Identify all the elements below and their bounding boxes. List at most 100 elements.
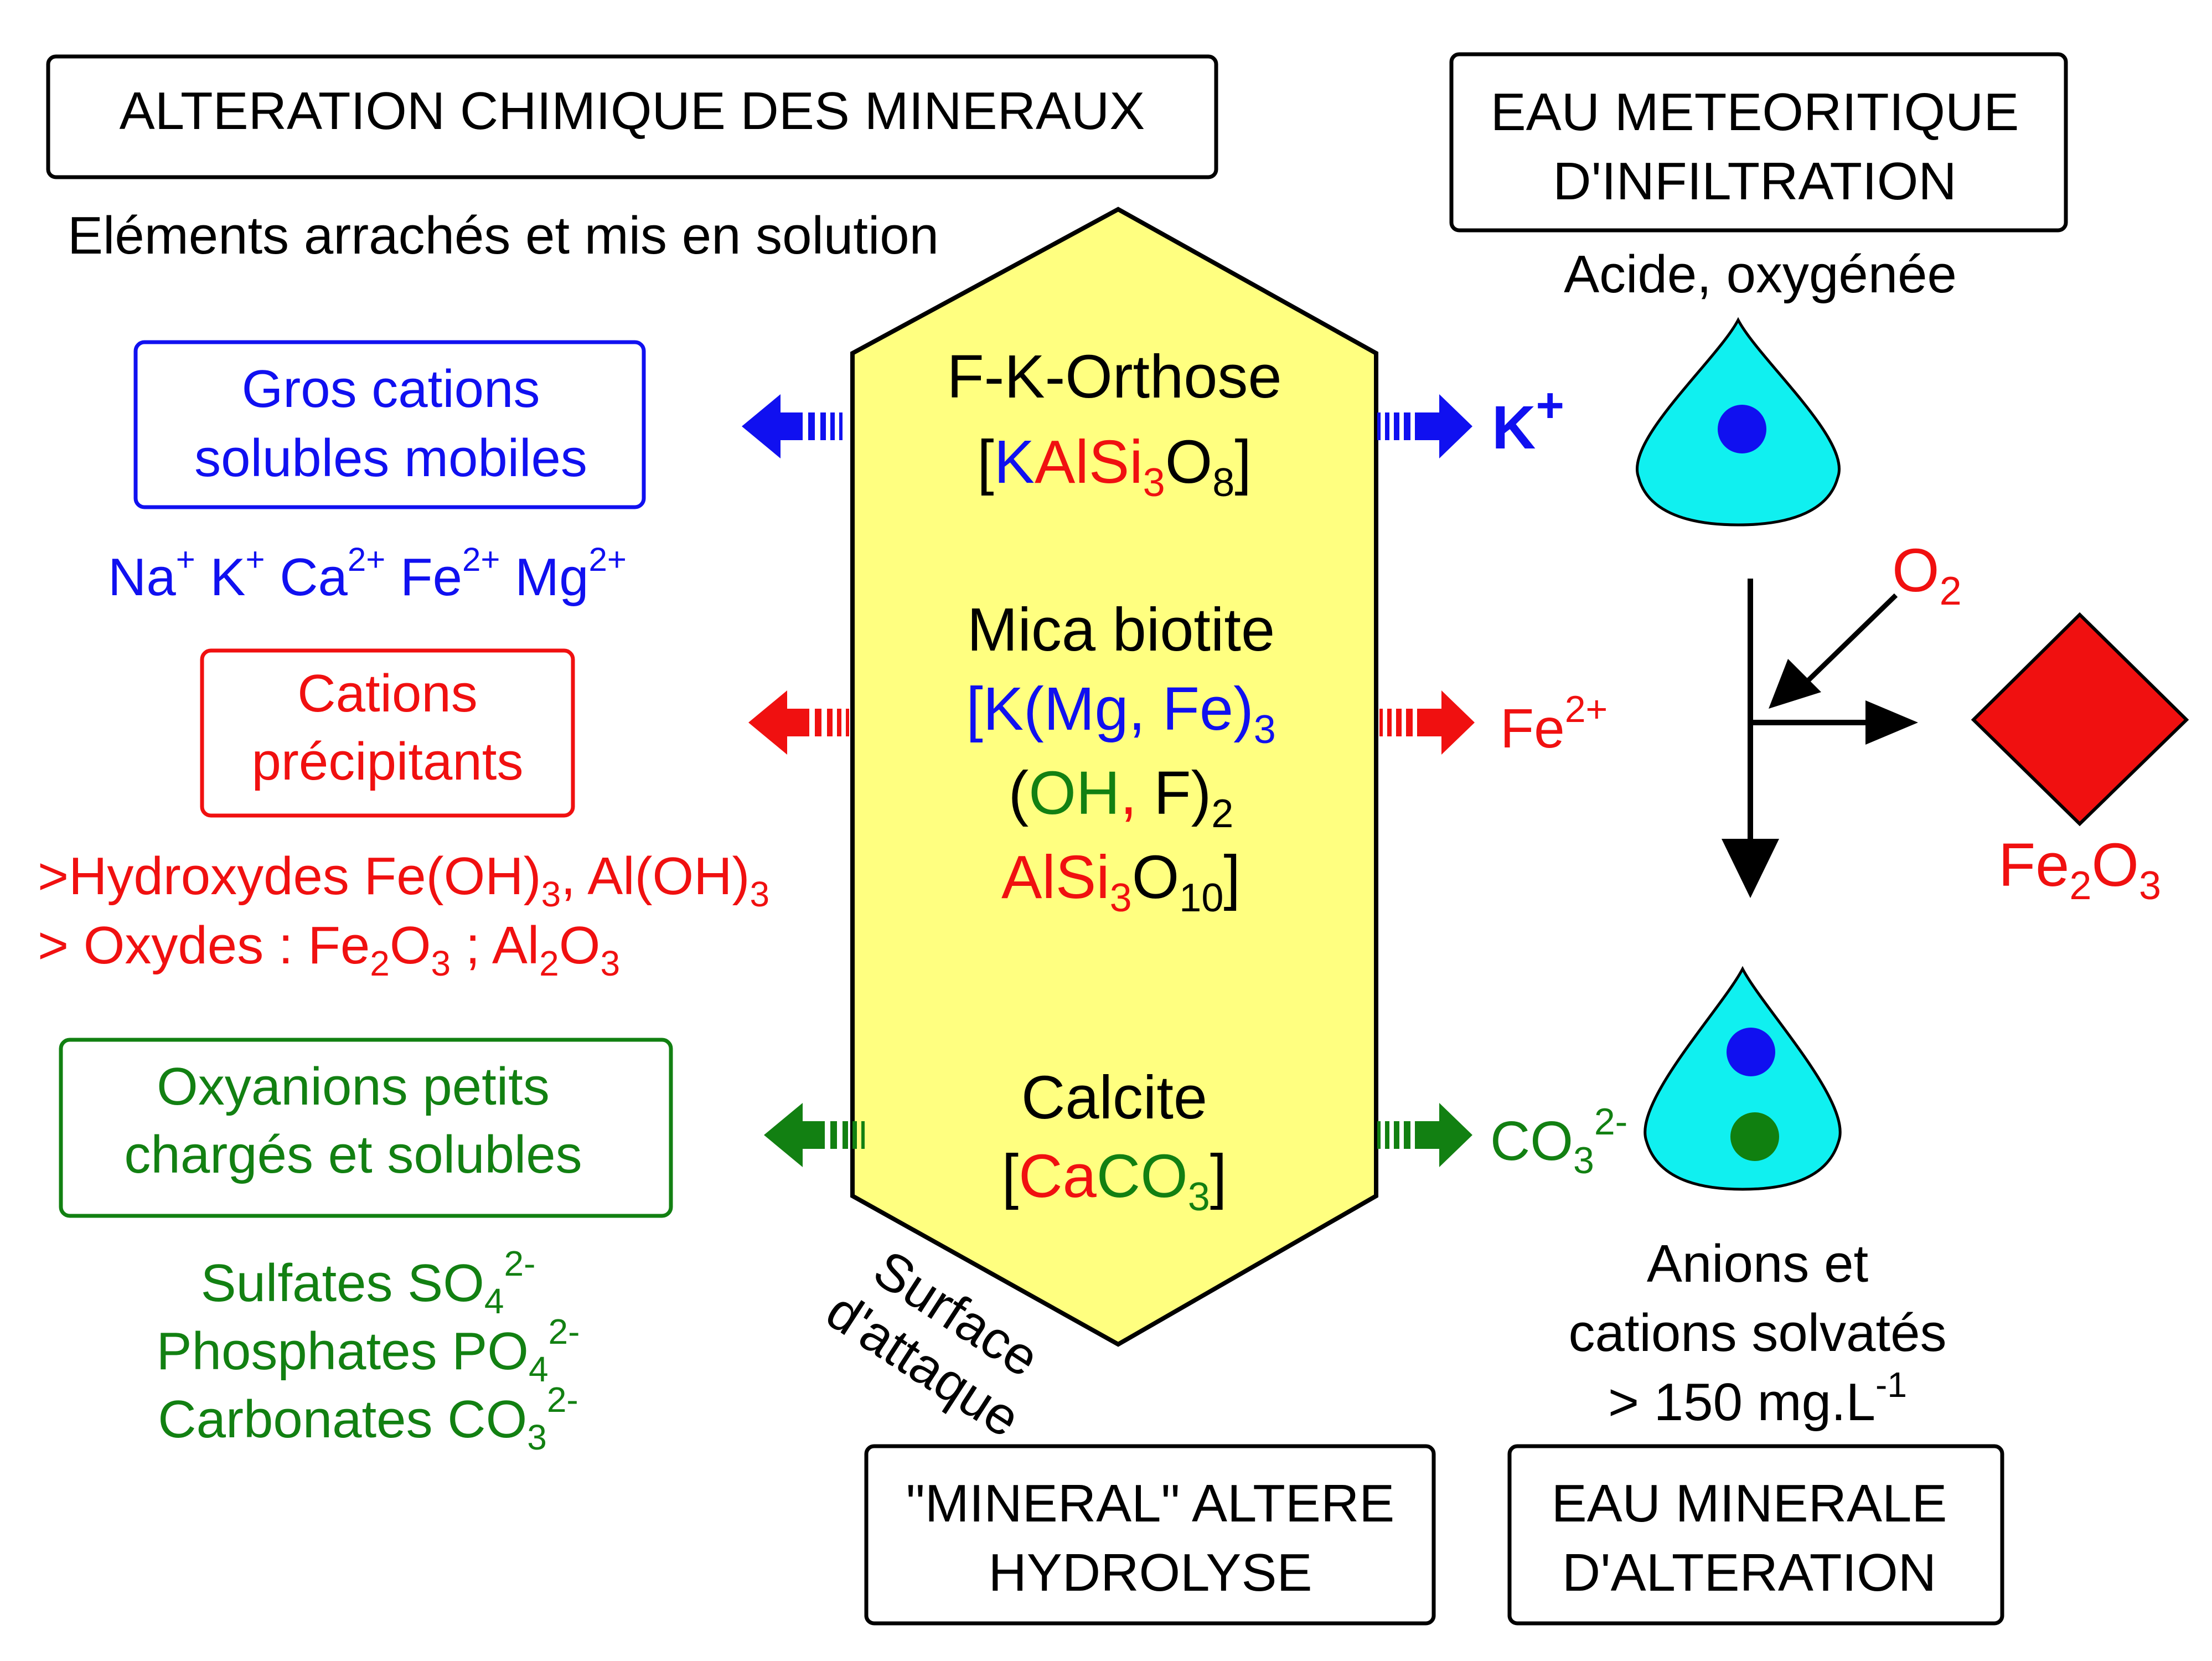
sulfates-sub: 4 <box>484 1281 504 1321</box>
biotite-sub3-alsi: 3 <box>1110 876 1132 920</box>
orthose-formula: [KAlSi3O8] <box>977 428 1252 505</box>
fe2o3-label: Fe2O3 <box>1998 831 2161 908</box>
eau-minerale-line2: D'ALTERATION <box>1562 1543 1936 1602</box>
orthose-name: F-K-Orthose <box>947 343 1281 411</box>
orthose-open-bracket: [ <box>977 428 994 496</box>
o2-sub: 2 <box>1940 569 1962 613</box>
orthose-alsi: AlSi <box>1035 428 1143 496</box>
cations-precipitants-box <box>200 648 575 818</box>
cations-precipitants-line2: précipitants <box>252 732 524 791</box>
oxydes-line: > Oxydes : Fe2O3 ; Al2O3 <box>38 916 620 983</box>
right-arrow-blue <box>1377 394 1472 458</box>
cations-precipitants-line1: Cations <box>297 664 478 723</box>
calcite-co: CO <box>1097 1142 1188 1210</box>
biotite-sub10: 10 <box>1179 876 1223 920</box>
ion-na: Na <box>108 548 176 607</box>
biotite-open-bracket: [ <box>966 675 983 743</box>
biotite-formula-line3: AlSi3O10] <box>1001 843 1241 920</box>
orthose-k: K <box>994 428 1035 496</box>
biotite-formula-line1: [K(Mg, Fe)3 <box>966 675 1276 752</box>
biotite-sub3: 3 <box>1254 708 1276 752</box>
sulfates-label: Sulfates SO <box>201 1254 484 1313</box>
biotite-formula-line2: (OH, F)2 <box>1009 759 1234 836</box>
carbonates-line: Carbonates CO32- <box>158 1380 578 1457</box>
oxydes-part3: ; Al <box>451 916 539 975</box>
oxydes-sub3: 2 <box>539 943 559 983</box>
crystal-hexagon <box>850 207 1378 1347</box>
carbonates-label: Carbonates CO <box>158 1390 527 1449</box>
released-fe-base: Fe <box>1500 698 1565 760</box>
oxydes-part4: O <box>559 916 601 975</box>
fe2o3-sub2: 2 <box>2069 864 2091 908</box>
ion-k: K <box>210 548 245 607</box>
title-box <box>46 54 1218 179</box>
mineral-altere-line1: "MINERAL" ALTERE <box>906 1474 1395 1533</box>
released-fe-charge: 2+ <box>1565 688 1608 730</box>
left-arrow-green <box>764 1103 865 1167</box>
biotite-name: Mica biotite <box>967 596 1275 664</box>
oxyanions-box <box>59 1038 673 1218</box>
released-co3-charge: 2- <box>1594 1101 1627 1143</box>
gros-cations-line2: solubles mobiles <box>194 429 587 488</box>
released-k-charge: + <box>1536 378 1564 432</box>
water-in-title-line2: D'INFILTRATION <box>1553 152 1956 211</box>
water-out-concentration: > 150 mg.L <box>1608 1373 1875 1432</box>
oxyanions-line1: Oxyanions petits <box>157 1057 550 1116</box>
gros-cations-line1: Gros cations <box>242 359 540 419</box>
biotite-open-paren: ( <box>1009 759 1029 827</box>
fe2o3-fe: Fe <box>1998 831 2069 899</box>
calcite-sub3: 3 <box>1188 1175 1210 1219</box>
calcite-open-bracket: [ <box>1002 1142 1019 1210</box>
carbonates-sup: 2- <box>547 1380 578 1420</box>
orthose-sub8: 8 <box>1212 461 1234 505</box>
mobile-cations-list: Na+ K+ Ca2+ Fe2+ Mg2+ <box>108 541 627 607</box>
released-co3-base: CO <box>1490 1110 1573 1172</box>
right-arrow-red <box>1379 690 1475 755</box>
o2-base: O <box>1892 537 1940 605</box>
ion-ca: Ca <box>280 548 348 607</box>
calcite-ca: Ca <box>1019 1142 1097 1210</box>
ion-mg-charge: 2+ <box>588 541 626 578</box>
water-out-line3: > 150 mg.L-1 <box>1608 1365 1907 1432</box>
water-flow-arrowhead <box>1722 839 1779 898</box>
biotite-o: O <box>1132 843 1180 911</box>
released-k: K+ <box>1492 378 1564 462</box>
biotite-alsi: AlSi <box>1001 843 1110 911</box>
water-drop-bottom <box>1644 966 1842 1191</box>
page-title: ALTERATION CHIMIQUE DES MINERAUX <box>120 81 1145 141</box>
left-arrow-blue <box>742 394 843 458</box>
released-co3: CO32- <box>1490 1101 1627 1182</box>
released-k-base: K <box>1492 394 1536 462</box>
gros-cations-box <box>133 340 646 509</box>
hydroxydes-line: >Hydroxydes Fe(OH)3, Al(OH)3 <box>38 847 769 914</box>
calcite-formula: [CaCO3] <box>1002 1142 1227 1219</box>
biotite-kmgfe: K(Mg, Fe) <box>983 675 1254 743</box>
calcite-name: Calcite <box>1021 1064 1207 1132</box>
drop-dot-green-bottom <box>1730 1112 1779 1161</box>
orthose-close-bracket: ] <box>1234 428 1252 496</box>
o2-label: O2 <box>1892 537 1962 613</box>
water-out-line1: Anions et <box>1647 1234 1868 1293</box>
o2-line <box>1797 593 1898 692</box>
orthose-sub3: 3 <box>1143 461 1165 505</box>
released-fe: Fe2+ <box>1500 688 1608 760</box>
ion-fe: Fe <box>400 548 462 607</box>
biotite-f: F) <box>1137 759 1211 827</box>
ion-k-charge: + <box>245 541 265 578</box>
eau-minerale-box <box>1507 1444 2004 1626</box>
ion-fe-charge: 2+ <box>462 541 500 578</box>
water-in-title-line1: EAU METEORITIQUE <box>1491 82 2019 142</box>
o2-arrowhead <box>1769 659 1821 709</box>
oxydes-sub4: 3 <box>600 943 620 983</box>
biotite-comma: , <box>1120 759 1137 827</box>
oxydes-sub1: 2 <box>370 943 390 983</box>
spacer <box>265 548 280 607</box>
spacer <box>385 548 400 607</box>
drop-dot-blue-top <box>1718 405 1766 453</box>
fe2o3-diamond <box>1971 612 2189 827</box>
ion-ca-charge: 2+ <box>348 541 385 578</box>
phosphates-sup: 2- <box>549 1312 580 1352</box>
oxydes-part2: O <box>390 916 431 975</box>
hydroxydes-sub1: 3 <box>541 874 561 914</box>
oxydes-part1: > Oxydes : Fe <box>38 916 370 975</box>
